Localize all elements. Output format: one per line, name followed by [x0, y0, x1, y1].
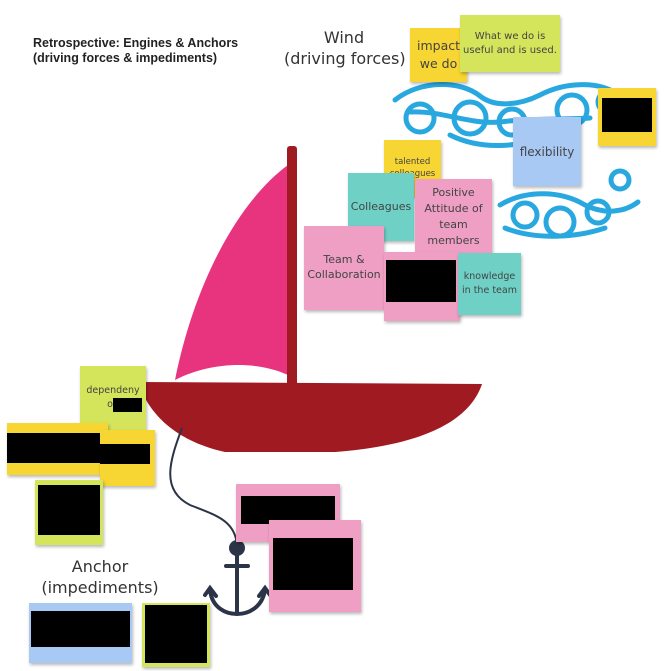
note-team-collab-text: Team & Collaboration [307, 253, 381, 281]
wind-label: Wind (driving forces) [284, 27, 406, 69]
redaction-block [386, 260, 456, 302]
note-flexibility[interactable]: flexibility [513, 117, 581, 186]
sail [175, 165, 288, 380]
note-positive-text: Positive Attitude of team members [424, 185, 483, 247]
note-impact-text: impact we do [416, 38, 461, 71]
note-team-collab[interactable]: Team & Collaboration [304, 226, 384, 310]
redaction-block [273, 538, 353, 590]
note-colleagues-text: Colleagues [350, 200, 412, 213]
note-redacted-1[interactable] [598, 88, 656, 146]
note-redacted-8[interactable] [29, 603, 132, 663]
note-useful[interactable]: What we do is useful and is used. [460, 15, 560, 72]
redaction-block [100, 444, 150, 464]
note-knowledge-text: knowledge in the team [462, 271, 517, 296]
redaction-block [7, 433, 108, 463]
note-redacted-5[interactable] [35, 480, 103, 545]
anchor-icon [203, 540, 272, 617]
note-redacted-4[interactable] [100, 430, 155, 486]
redaction-block [38, 485, 100, 535]
note-dependency[interactable]: dependeny on [80, 366, 146, 430]
note-positive[interactable]: Positive Attitude of team members [415, 179, 492, 254]
note-impact[interactable]: impact we do [410, 28, 467, 82]
board-title-line2: (driving forces & impediments) [33, 51, 218, 65]
note-redacted-3[interactable] [7, 423, 108, 475]
redaction-block [145, 605, 207, 663]
redaction-block [113, 398, 142, 412]
wind-swirl-lower [497, 168, 641, 239]
anchor-label-line2: (impediments) [41, 578, 159, 597]
board-title: Retrospective: Engines & Anchors (drivin… [33, 36, 238, 66]
redaction-block [241, 496, 335, 524]
note-redacted-9[interactable] [142, 603, 210, 667]
note-redacted-7[interactable] [269, 520, 361, 612]
board-title-line1: Retrospective: Engines & Anchors [33, 36, 239, 50]
note-redacted-2[interactable] [384, 252, 460, 321]
wind-label-line1: Wind [323, 28, 365, 47]
anchor-label: Anchor (impediments) [40, 556, 160, 598]
wind-label-line2: (driving forces) [284, 49, 406, 68]
redaction-block [602, 98, 652, 132]
note-flexibility-text: flexibility [519, 144, 575, 159]
mast [287, 146, 297, 388]
hull [138, 382, 482, 452]
anchor-label-line1: Anchor [71, 557, 129, 576]
redaction-block [31, 611, 130, 647]
wind-swirl-upper [392, 82, 623, 148]
note-knowledge[interactable]: knowledge in the team [458, 253, 521, 315]
anchor-rope [169, 427, 238, 546]
note-useful-text: What we do is useful and is used. [463, 30, 557, 56]
